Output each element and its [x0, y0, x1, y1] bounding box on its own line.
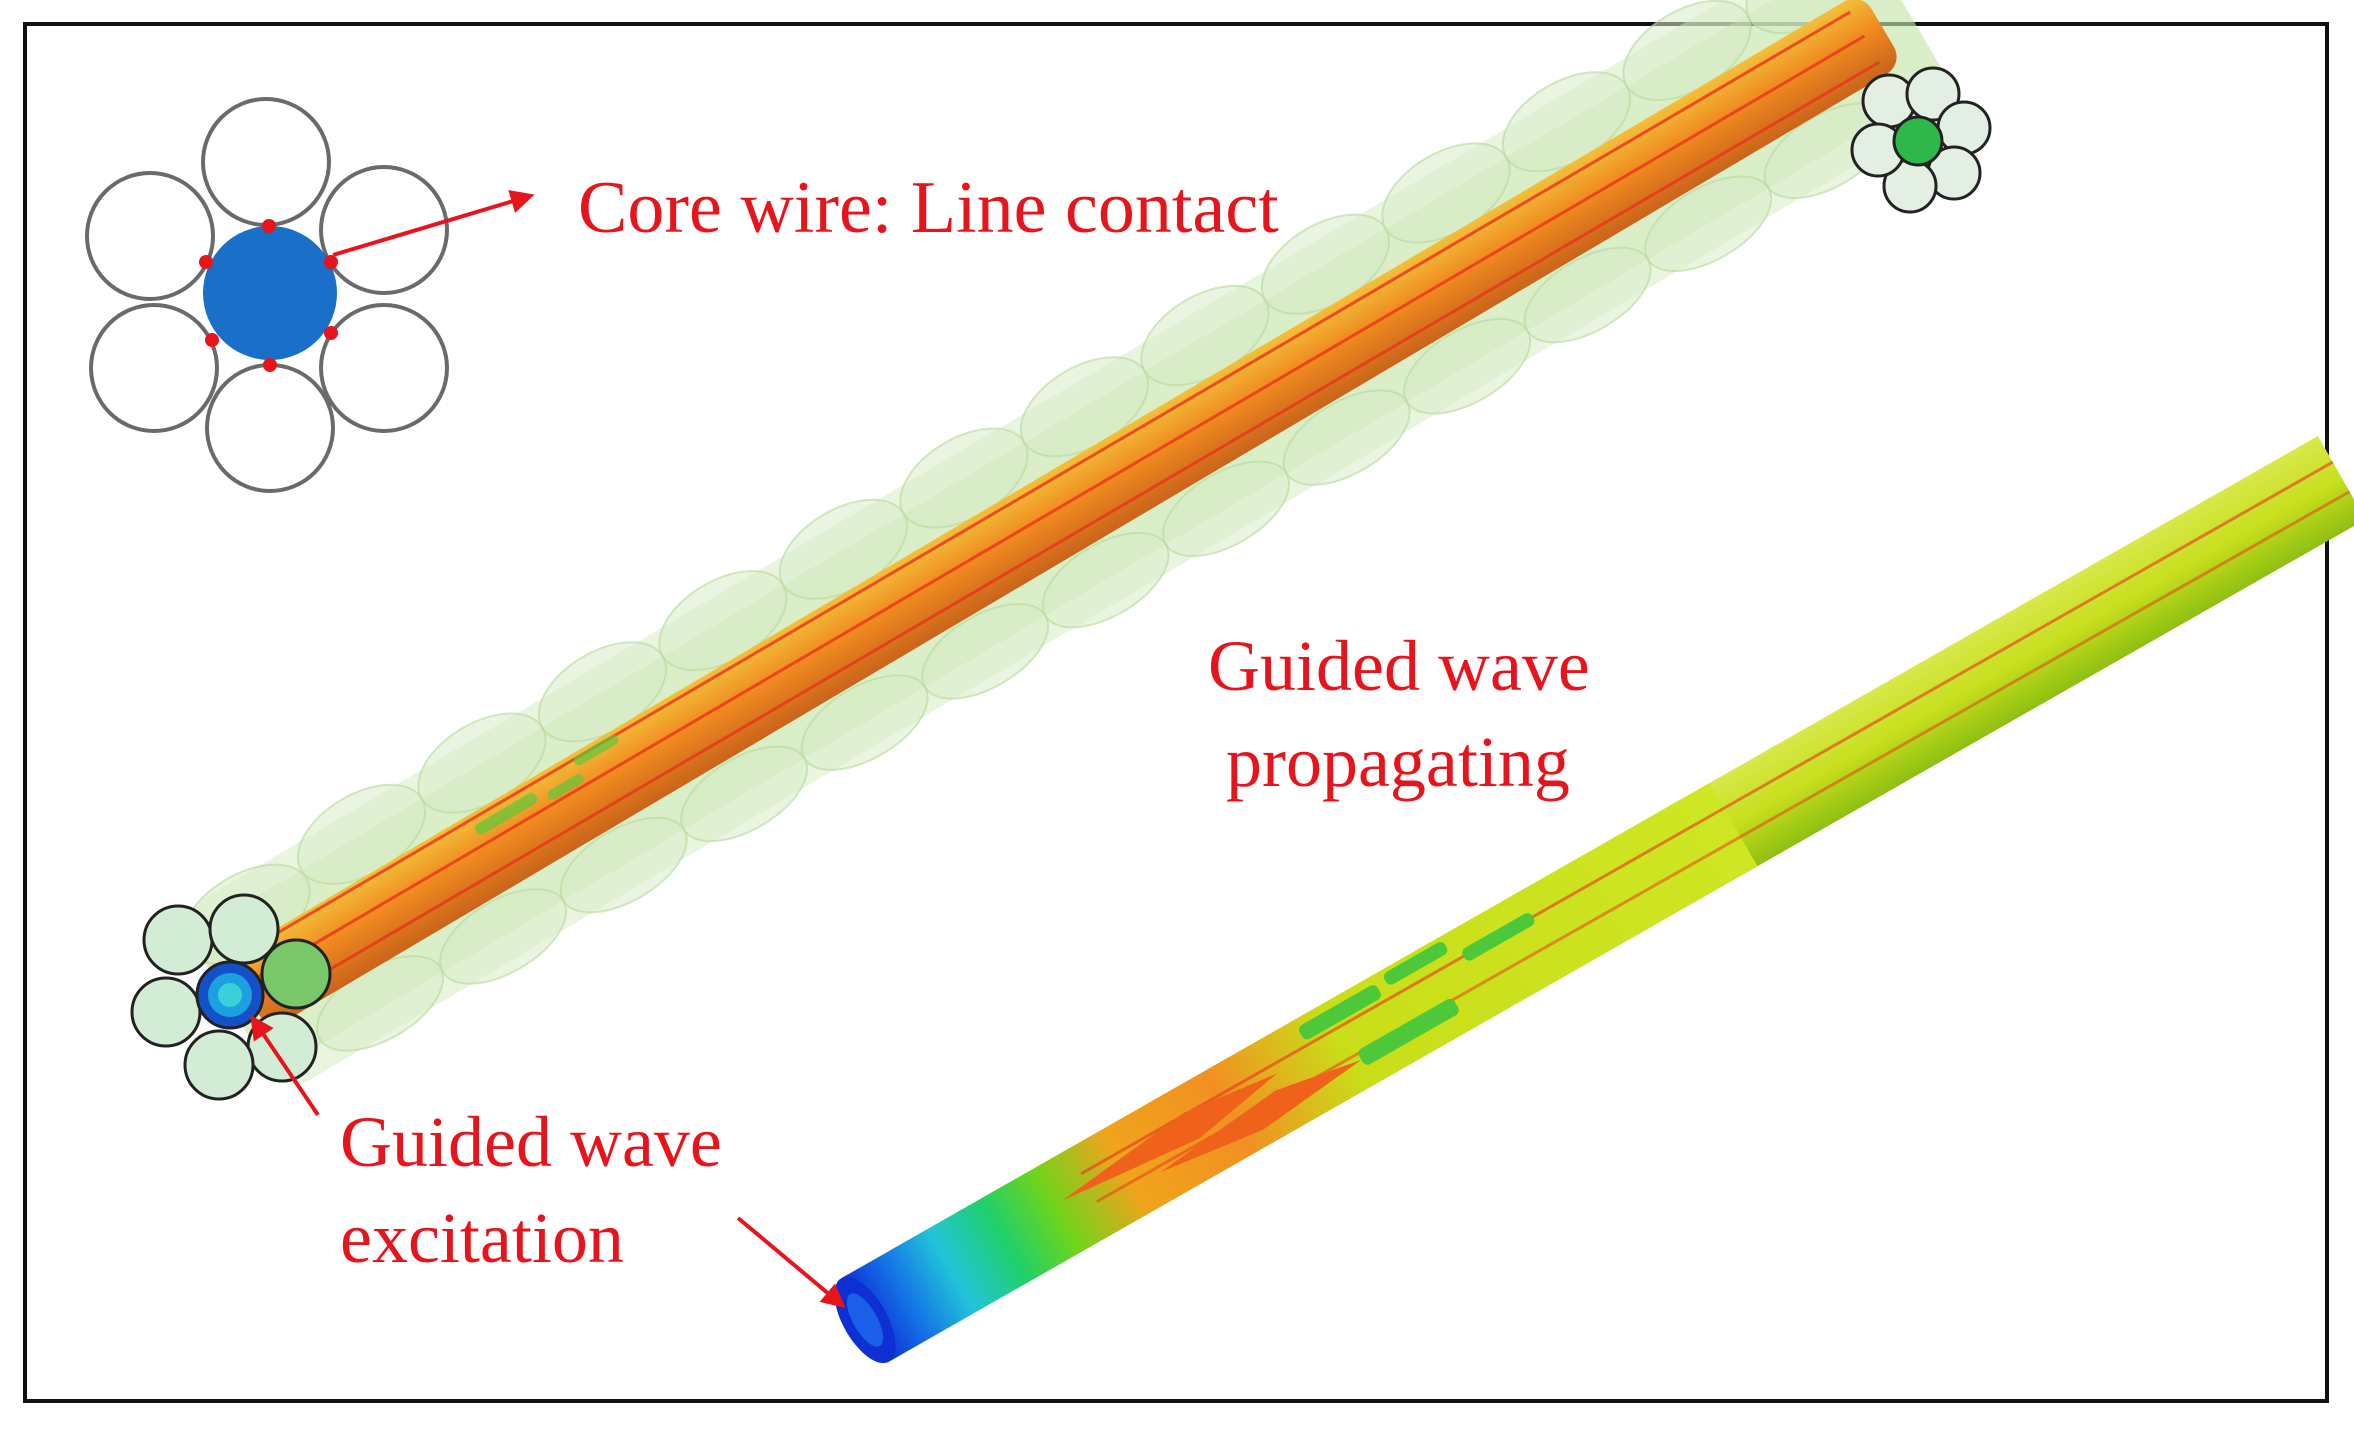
contact-point-bottom	[263, 358, 277, 372]
outer-wire-bottom	[205, 363, 335, 493]
excitation-label-line2: excitation	[340, 1198, 624, 1278]
line-contact-points	[199, 219, 338, 372]
outer-wire-bottom-right	[319, 303, 449, 433]
core-rod-wave-field	[841, 782, 1758, 1362]
contact-point-top	[262, 219, 276, 233]
contact-point-bottom-right	[324, 326, 338, 340]
excitation-arrow-rod	[736, 1216, 846, 1309]
excitation-arrow-strand	[250, 1015, 320, 1117]
outer-wire-bottom-left	[89, 303, 219, 433]
cross-section-diagram	[85, 97, 535, 493]
contact-point-top-left	[199, 255, 213, 269]
excitation-label-line1: Guided wave	[340, 1102, 722, 1182]
core-wire	[203, 226, 337, 360]
wave-streaks	[1061, 460, 2351, 1203]
wave-patches-rod	[1299, 913, 1535, 1065]
core-wire-body	[233, 0, 1897, 1024]
core-wire-label: Core wire: Line contact	[578, 167, 1279, 249]
propagating-label-line2: propagating	[1226, 722, 1570, 802]
figure-frame	[23, 22, 2329, 1403]
core-wire-arrow	[332, 190, 535, 257]
wave-patches-core	[475, 734, 619, 835]
propagating-label-line1: Guided wave	[1208, 626, 1590, 706]
seven-wire-strand	[130, 0, 1992, 1117]
outer-wire-top	[201, 97, 331, 227]
contact-point-top-right	[324, 255, 338, 269]
contact-lines	[244, 10, 1881, 1004]
contact-point-bottom-left	[205, 333, 219, 347]
core-rod	[736, 436, 2354, 1364]
strand-far-end	[1850, 66, 1992, 214]
outer-wire-top-left	[85, 171, 215, 301]
outer-wire-top-right	[319, 165, 449, 295]
